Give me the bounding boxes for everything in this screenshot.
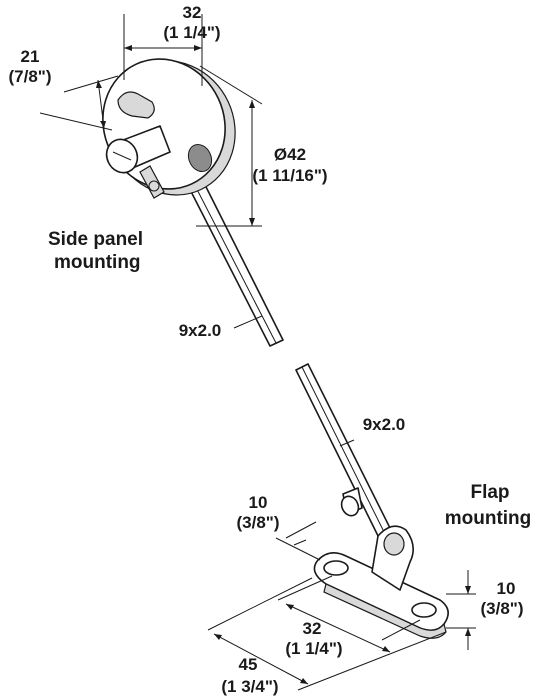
flap-caption-line2: mounting [445,508,532,529]
hinge-lug [371,525,414,591]
dim-holes-mm: 32 [303,619,322,638]
dim-top-mm: 32 [183,3,202,22]
dim-left-in: (7/8") [8,67,51,86]
dim-left-mm: 21 [21,47,40,66]
dim-diameter-mm: Ø42 [274,145,306,164]
dim-length-mm: 45 [239,655,258,674]
dim-offset-in: (3/8") [236,513,279,532]
dim-overall-length [207,577,447,691]
dim-height-mm: 10 [497,579,516,598]
dim-plate-height [446,570,476,650]
upper-rod-leader [233,315,263,329]
dim-length-in: (1 3/4") [221,677,278,696]
dim-diameter [196,65,263,227]
rod-pin [340,487,363,517]
dim-holes-in: (1 1/4") [285,639,342,658]
dim-diameter-in: (1 11/16") [252,166,327,185]
dim-hole-offset [275,521,321,561]
lower-rod-leader [339,439,355,447]
dim-offset-mm: 10 [249,493,268,512]
dim-hole-spacing [277,575,421,653]
dim-top-width [123,14,203,86]
dim-height-in: (3/8") [480,599,523,618]
dim-top-in: (1 1/4") [163,23,220,42]
round-mounting-plate [102,58,236,196]
lower-rod-size: 9x2.0 [363,415,406,434]
flap-base-plate [313,552,449,639]
side-panel-caption-line1: Side panel [48,229,143,250]
slotted-screw [105,125,171,199]
upper-rod-size: 9x2.0 [179,321,222,340]
flap-caption-line1: Flap [470,482,509,503]
dim-left-offset [39,75,119,131]
side-panel-caption-line2: mounting [54,252,141,273]
lower-rod [295,363,397,549]
